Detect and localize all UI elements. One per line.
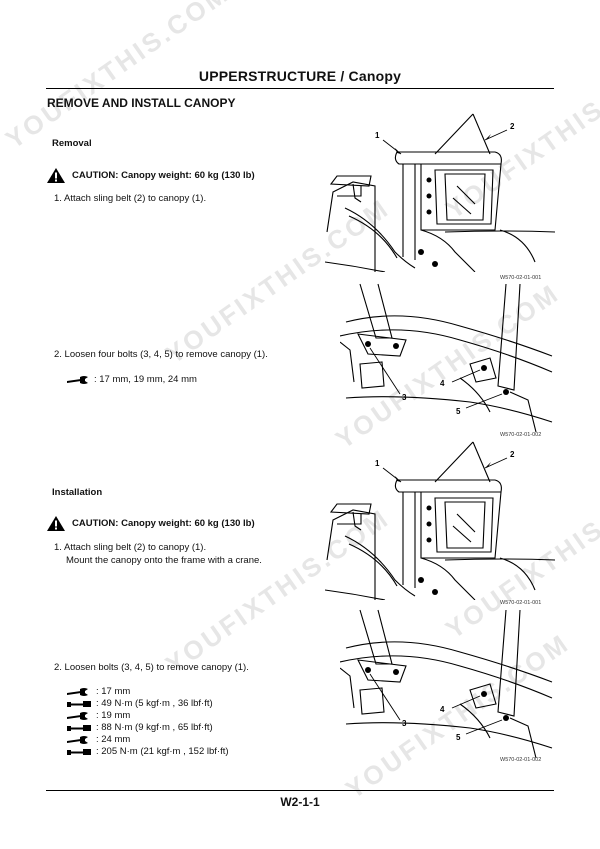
figure-reference: W570-02-01-001 xyxy=(500,275,542,281)
spec-text: : 19 mm xyxy=(96,710,131,721)
callout-3: 3 xyxy=(402,719,407,728)
spec-row: : 88 N·m (9 kgf·m , 65 lbf·ft) xyxy=(66,722,229,734)
spec-text: : 205 N·m (21 kgf·m , 152 lbf·ft) xyxy=(96,746,229,757)
callout-5: 5 xyxy=(456,407,461,416)
wrench-icon xyxy=(67,688,88,696)
removal-heading: Removal xyxy=(52,138,92,149)
removal-step-2: 2. Loosen four bolts (3, 4, 5) to remove… xyxy=(54,349,268,360)
page-title: UPPERSTRUCTURE / Canopy xyxy=(198,68,402,84)
callout-2: 2 xyxy=(510,450,515,459)
section-title: REMOVE AND INSTALL CANOPY xyxy=(47,96,236,110)
callout-4: 4 xyxy=(440,705,445,714)
removal-step-1: 1. Attach sling belt (2) to canopy (1). xyxy=(54,193,207,204)
spec-text: : 88 N·m (9 kgf·m , 65 lbf·ft) xyxy=(96,722,213,733)
warning-icon xyxy=(47,168,65,183)
step-line: 1. Attach sling belt (2) to canopy (1). xyxy=(54,542,207,553)
spec-text: : 17 mm xyxy=(96,686,131,697)
wrench-icon xyxy=(67,736,88,744)
callout-5: 5 xyxy=(456,733,461,742)
installation-spec-list: : 17 mm : 49 N·m (5 kgf·m , 36 lbf·ft) :… xyxy=(66,686,229,758)
callout-1: 1 xyxy=(375,459,380,468)
spec-row: : 49 N·m (5 kgf·m , 36 lbf·ft) xyxy=(66,698,229,710)
caution-text: CAUTION: Canopy weight: 60 kg (130 lb) xyxy=(72,170,255,181)
torque-wrench-icon xyxy=(67,701,91,707)
step-line: Mount the canopy onto the frame with a c… xyxy=(66,555,262,566)
installation-heading: Installation xyxy=(52,487,103,498)
caution-text: CAUTION: Canopy weight: 60 kg (130 lb) xyxy=(72,518,255,529)
callout-2: 2 xyxy=(510,122,515,131)
figure-reference: W570-02-01-002 xyxy=(500,757,542,763)
canopy-sling-figure: 1 2 xyxy=(325,441,555,600)
spec-text: : 24 mm xyxy=(96,734,131,745)
installation-step-2: 2. Loosen bolts (3, 4, 5) to remove cano… xyxy=(54,662,249,673)
callout-4: 4 xyxy=(440,379,445,388)
removal-caution: CAUTION: Canopy weight: 60 kg (130 lb) xyxy=(46,167,255,184)
wrench-icon xyxy=(67,712,88,720)
spec-row: : 205 N·m (21 kgf·m , 152 lbf·ft) xyxy=(66,746,229,758)
canopy-sling-figure: 1 2 xyxy=(325,113,555,272)
warning-icon xyxy=(47,516,65,531)
header-rule xyxy=(46,88,554,89)
footer-rule xyxy=(46,790,554,791)
tool-spec-text: : 17 mm, 19 mm, 24 mm xyxy=(94,374,197,385)
canopy-bolts-figure: 3 4 5 xyxy=(340,609,553,758)
figure-reference: W570-02-01-002 xyxy=(500,432,542,438)
figure-reference: W570-02-01-001 xyxy=(500,600,542,606)
page-number: W2-1-1 xyxy=(280,795,320,809)
spec-row: : 17 mm xyxy=(66,686,229,698)
torque-wrench-icon xyxy=(67,749,91,755)
callout-1: 1 xyxy=(375,131,380,140)
spec-row: : 24 mm xyxy=(66,734,229,746)
callout-3: 3 xyxy=(402,393,407,402)
wrench-icon xyxy=(67,376,88,384)
spec-text: : 49 N·m (5 kgf·m , 36 lbf·ft) xyxy=(96,698,213,709)
installation-caution: CAUTION: Canopy weight: 60 kg (130 lb) xyxy=(46,515,255,532)
removal-tool-spec: : 17 mm, 19 mm, 24 mm xyxy=(66,374,197,386)
canopy-bolts-figure: 3 4 5 xyxy=(340,283,553,432)
spec-row: : 19 mm xyxy=(66,710,229,722)
torque-wrench-icon xyxy=(67,725,91,731)
installation-step-1: 1. Attach sling belt (2) to canopy (1). … xyxy=(54,541,262,567)
